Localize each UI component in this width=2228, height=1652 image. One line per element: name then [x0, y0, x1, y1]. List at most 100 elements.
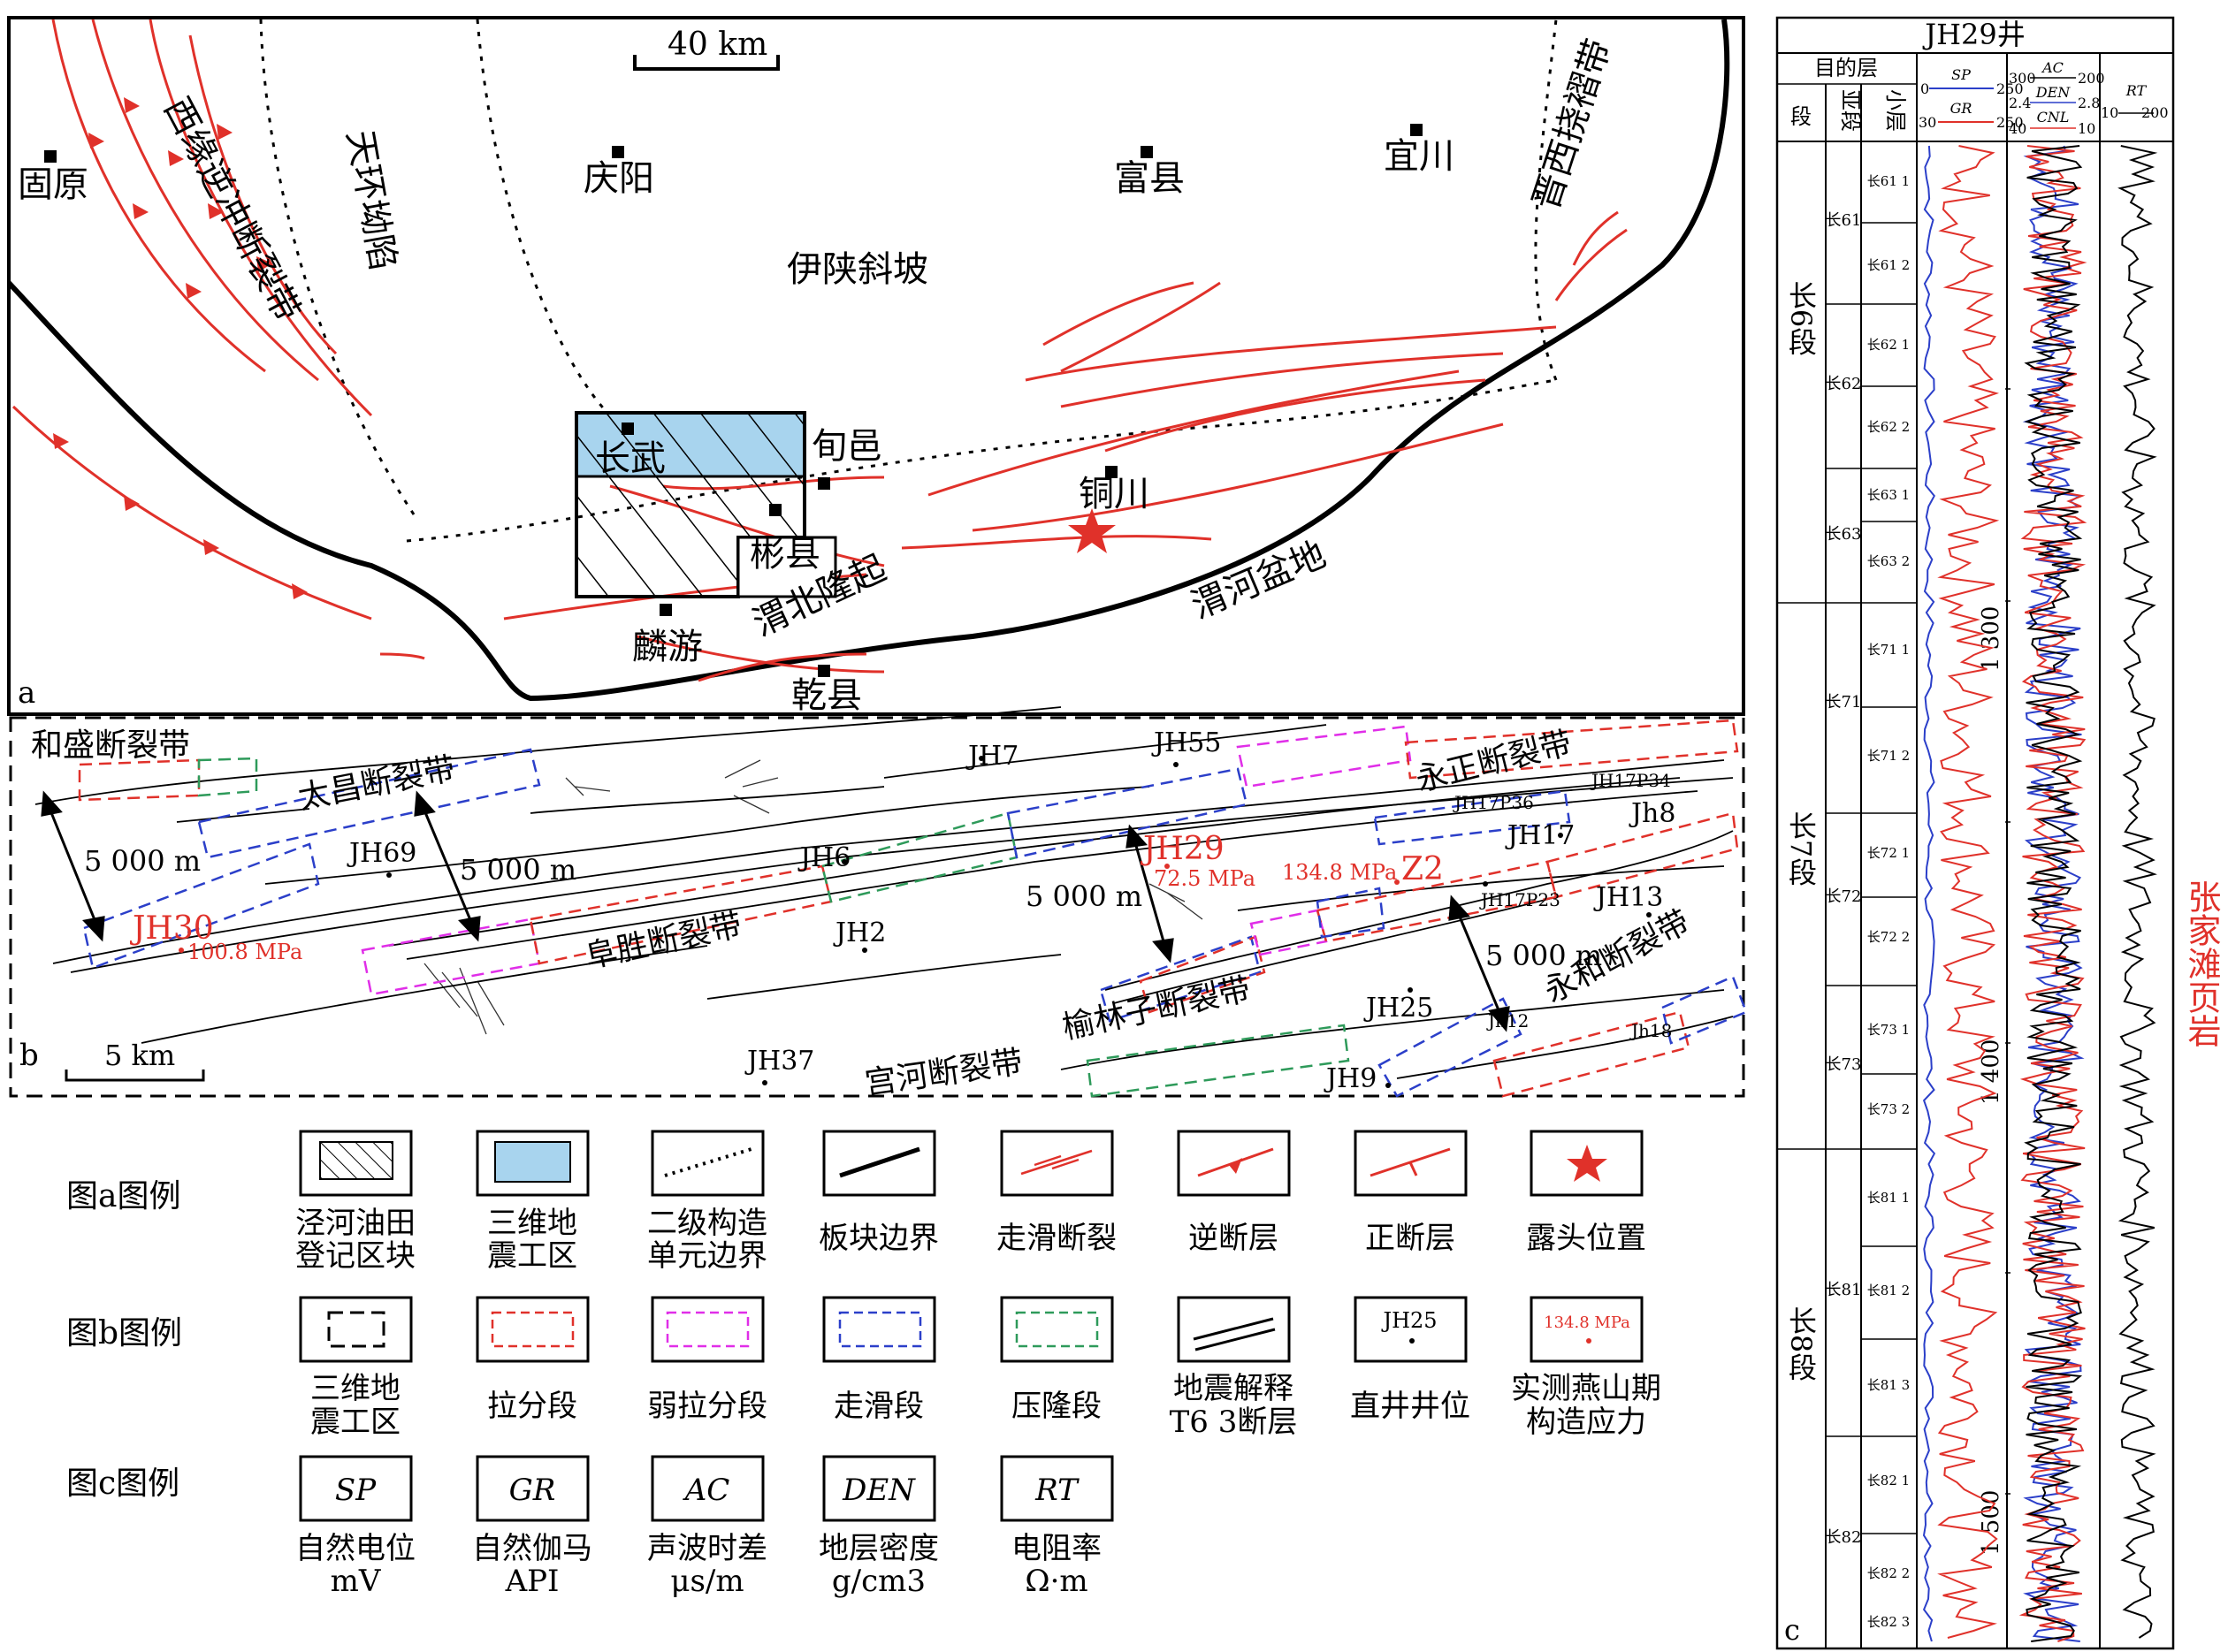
- curve-max-label: 200: [2141, 104, 2169, 121]
- dotted-line-icon: [664, 1147, 752, 1177]
- legend-a-label: 泾河油田: [295, 1206, 416, 1241]
- normal-fault-icon: [1370, 1147, 1451, 1177]
- city-label-qingyang: 庆阳: [584, 158, 654, 199]
- legend-a-label: 震工区: [487, 1238, 577, 1274]
- curve-max-label: 2.8: [2078, 95, 2100, 111]
- col-header-xiaoceng: 小层: [1883, 89, 1908, 132]
- well-label: JH55: [1151, 727, 1221, 758]
- curve-header-sp: SP: [1951, 66, 1971, 83]
- layer-label: 长61 2: [1867, 257, 1910, 273]
- stress-dot-icon: [1586, 1338, 1591, 1344]
- ac-curve: [2024, 145, 2083, 1642]
- legend-a-label: 单元边界: [647, 1238, 767, 1274]
- red-dashed-box-icon: [491, 1311, 575, 1348]
- layer-label: 长62 1: [1867, 337, 1910, 353]
- legend-c-label: Ω·m: [1025, 1564, 1087, 1599]
- legend-b-label: 弱拉分段: [647, 1389, 767, 1424]
- legend-c-label: 自然电位: [295, 1531, 416, 1566]
- legend: 图a图例 图b图例 图c图例: [66, 1130, 1661, 1599]
- legend-b-label: 走滑段: [834, 1389, 924, 1424]
- legend-b-label: 地震解释: [1173, 1371, 1293, 1406]
- stress-well-label: JH30: [129, 910, 214, 947]
- legend-a-label: 走滑断裂: [996, 1221, 1117, 1256]
- well-label: Jh18: [1629, 1020, 1672, 1041]
- panel-letter-c: c: [1784, 1613, 1800, 1647]
- depth-label: 1 300: [1978, 606, 2004, 672]
- legend-b-label: 拉分段: [487, 1389, 577, 1424]
- well-label: JH6: [797, 842, 851, 873]
- well-label: JH17P23: [1479, 889, 1560, 910]
- curve-code-gr: GR: [509, 1473, 556, 1508]
- city-label-changwu: 长武: [595, 438, 666, 479]
- curve-header-rt: RT: [2125, 82, 2148, 99]
- gr-curve: [1937, 145, 2000, 1639]
- legend-c-label: 地层密度: [819, 1531, 939, 1566]
- segment-label: 长7段: [1784, 811, 1818, 887]
- well-label: JH2: [833, 917, 886, 948]
- legend-b-label: T6 3断层: [1170, 1405, 1298, 1440]
- layer-label: 长81 2: [1867, 1283, 1910, 1298]
- curve-header-den: DEN: [2035, 84, 2072, 101]
- hatched-block-icon: [319, 1141, 393, 1180]
- well-label: JH9: [1324, 1063, 1377, 1094]
- log-curves: [1922, 145, 2158, 1642]
- curve-code-sp: SP: [335, 1473, 377, 1508]
- subsegment-label: 长61: [1826, 211, 1862, 230]
- cnl-curve: [2018, 145, 2087, 1642]
- curve-max-label: 250: [1996, 80, 2024, 97]
- blue-dashed-box-icon: [838, 1311, 922, 1348]
- curve-header-gr: GR: [1950, 100, 1972, 117]
- layer-label: 长73 1: [1867, 1022, 1910, 1038]
- legend-a-label: 板块边界: [819, 1221, 939, 1256]
- layer-label: 长81 1: [1867, 1190, 1910, 1206]
- city-label-xunyi: 旬邑: [812, 426, 882, 467]
- well-dot-icon: [1409, 1338, 1415, 1344]
- curve-min-label: 10: [2101, 104, 2118, 121]
- panel-letter-b: b: [19, 1038, 39, 1073]
- sp-curve: [1922, 145, 1936, 1642]
- segment-label: 长8段: [1784, 1306, 1818, 1382]
- green-dashed-box-icon: [1015, 1311, 1099, 1348]
- legend-c-label: 自然伽马: [472, 1531, 592, 1566]
- magenta-dashed-box-icon: [666, 1311, 750, 1348]
- well-label: JH69: [347, 838, 416, 869]
- shale-label: 张家滩页岩: [2182, 879, 2221, 1047]
- well-label: JH17P36: [1453, 792, 1534, 813]
- curve-header-cnl: CNL: [2037, 109, 2070, 126]
- stress-value-label: 72.5 MPa: [1154, 866, 1255, 891]
- distance-label: 5 000 m: [84, 844, 201, 878]
- city-label-qianxian: 乾县: [791, 675, 862, 716]
- curve-max-label: 250: [1996, 114, 2024, 131]
- well-label: Jh12: [1486, 1010, 1529, 1032]
- black-dashed-box-icon: [327, 1311, 385, 1348]
- city-label-tongchuan: 铜川: [1079, 474, 1149, 514]
- legend-b-title: 图b图例: [66, 1315, 182, 1351]
- thrust-fault-icon: [1197, 1147, 1274, 1177]
- legend-c-title: 图c图例: [66, 1465, 179, 1502]
- legend-a-label: 露头位置: [1526, 1221, 1646, 1256]
- subsegment-label: 长62: [1826, 375, 1862, 393]
- plate-boundary-icon: [839, 1146, 920, 1178]
- well-label: JH7: [965, 741, 1019, 772]
- legend-b-label: 震工区: [310, 1405, 401, 1440]
- subsegment-label: 长82: [1826, 1528, 1862, 1547]
- legend-a-label: 三维地: [487, 1206, 577, 1241]
- map-b: 5 km b 5 000 m 5 000 m 5 000 m 5 000 m 和…: [9, 706, 1748, 1102]
- curve-min-label: 2.4: [2009, 95, 2031, 111]
- well-label: JH25: [1363, 993, 1433, 1024]
- subsegment-label: 长72: [1826, 887, 1862, 906]
- well-label: Jh8: [1629, 798, 1675, 829]
- subsegment-label: 长81: [1826, 1281, 1862, 1299]
- legend-a-label: 正断层: [1365, 1221, 1455, 1256]
- layer-label: 长73 2: [1867, 1101, 1910, 1117]
- city-label-fuxian: 富县: [1114, 158, 1185, 199]
- layer-label: 长81 3: [1867, 1377, 1910, 1393]
- stress-well-label: Z2: [1401, 851, 1444, 887]
- city-label-binxian: 彬县: [750, 534, 820, 575]
- segment-label: 长6段: [1784, 281, 1818, 356]
- col-header-yaduan: 亚段: [1838, 89, 1863, 132]
- fault-zone-hesheng: 和盛断裂带: [31, 727, 190, 764]
- well-label: JH17P34: [1590, 770, 1671, 791]
- rt-curve: [2117, 145, 2158, 1639]
